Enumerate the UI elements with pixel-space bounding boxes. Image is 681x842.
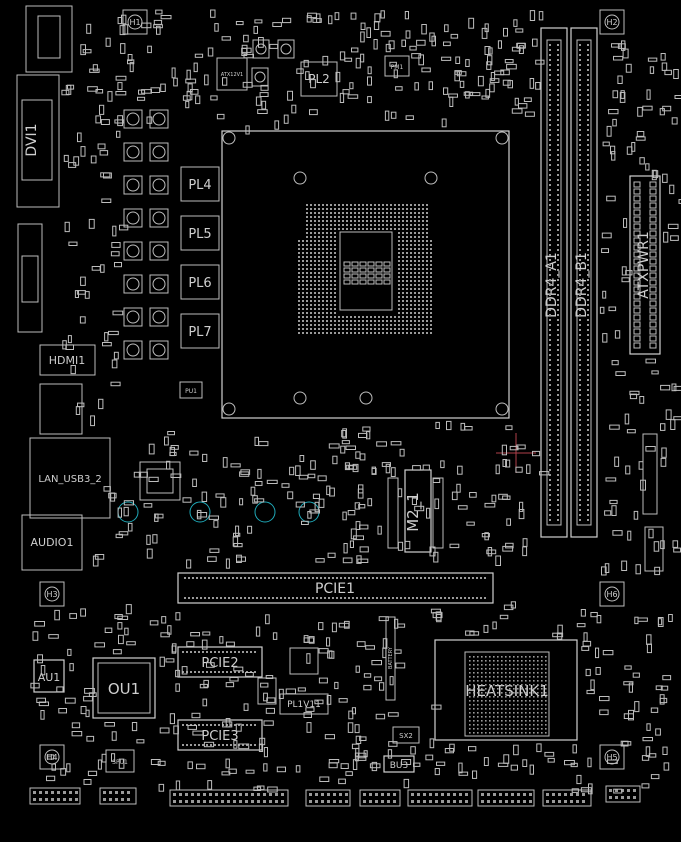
hole-h1-label: H1 bbox=[129, 18, 140, 27]
m2-slot: M2_1 bbox=[387, 469, 444, 553]
m2-label: M2_1 bbox=[404, 492, 423, 532]
audio-codec-area: AU1 OU1 SPU1 bbox=[33, 657, 156, 773]
sx2-label: SX2 bbox=[399, 732, 413, 740]
chipset-heatsink: HEATSINK1 bbox=[434, 639, 578, 741]
pl6-label: PL6 bbox=[188, 276, 211, 291]
bu3-label: BU3 bbox=[390, 761, 409, 771]
pm1-label: PM1 bbox=[391, 64, 404, 71]
battery-holder: BATTERY bbox=[385, 616, 396, 701]
large-vias bbox=[117, 501, 320, 523]
dimm-a-label: DDR4_A1 bbox=[544, 252, 560, 318]
ou1-label: OU1 bbox=[108, 680, 140, 698]
mounting-holes: H1 H2 H3 H6 H4 H5 bbox=[39, 9, 625, 770]
hole-h3-label: H3 bbox=[46, 590, 57, 599]
vrm-area: PL4 PL5 PL6 PL7 PL2 ATX12V1 PM1 bbox=[123, 39, 410, 360]
heatsink-label: HEATSINK1 bbox=[465, 682, 549, 700]
lan-label: LAN_USB3_2 bbox=[38, 474, 101, 485]
battery-label: BATTERY bbox=[388, 646, 394, 669]
pl4-label: PL4 bbox=[188, 178, 211, 193]
audio-label: AUDIO1 bbox=[31, 536, 74, 549]
dimm-slots: DDR4_A1 DDR4_B1 bbox=[540, 27, 598, 538]
pcie3-label: PCIE3 bbox=[201, 729, 238, 744]
pl5-label: PL5 bbox=[188, 227, 211, 242]
pl1v1-label: PL1V11 bbox=[287, 700, 321, 710]
au1-label: AU1 bbox=[38, 671, 61, 684]
hole-h6-label: H6 bbox=[606, 590, 617, 599]
pcie-slots: PCIE1 PCIE2 PCIE3 bbox=[177, 572, 494, 751]
dimm-b-label: DDR4_B1 bbox=[574, 252, 590, 318]
hdmi-label: HDMI1 bbox=[49, 354, 85, 367]
atx-power-connector: ATXPWR1 bbox=[629, 175, 664, 572]
dvi-label: DVI1 bbox=[24, 123, 40, 156]
hole-h2-label: H2 bbox=[606, 18, 617, 27]
pcie1-label: PCIE1 bbox=[315, 581, 355, 597]
rear-io-top: DVI1 HDMI1 LAN_USB3_2 AUDIO1 bbox=[16, 5, 111, 571]
pu1-label: PU1 bbox=[185, 388, 197, 395]
atx12v-label: ATX12V1 bbox=[221, 72, 243, 78]
pl2-label: PL2 bbox=[308, 72, 330, 86]
hole-h5-label: H5 bbox=[606, 753, 617, 762]
bottom-headers bbox=[29, 785, 641, 807]
pl7-label: PL7 bbox=[188, 325, 211, 340]
spu1-label: SPU1 bbox=[112, 759, 128, 766]
cpu-socket bbox=[221, 130, 510, 419]
hole-h4-label: H4 bbox=[46, 753, 57, 762]
